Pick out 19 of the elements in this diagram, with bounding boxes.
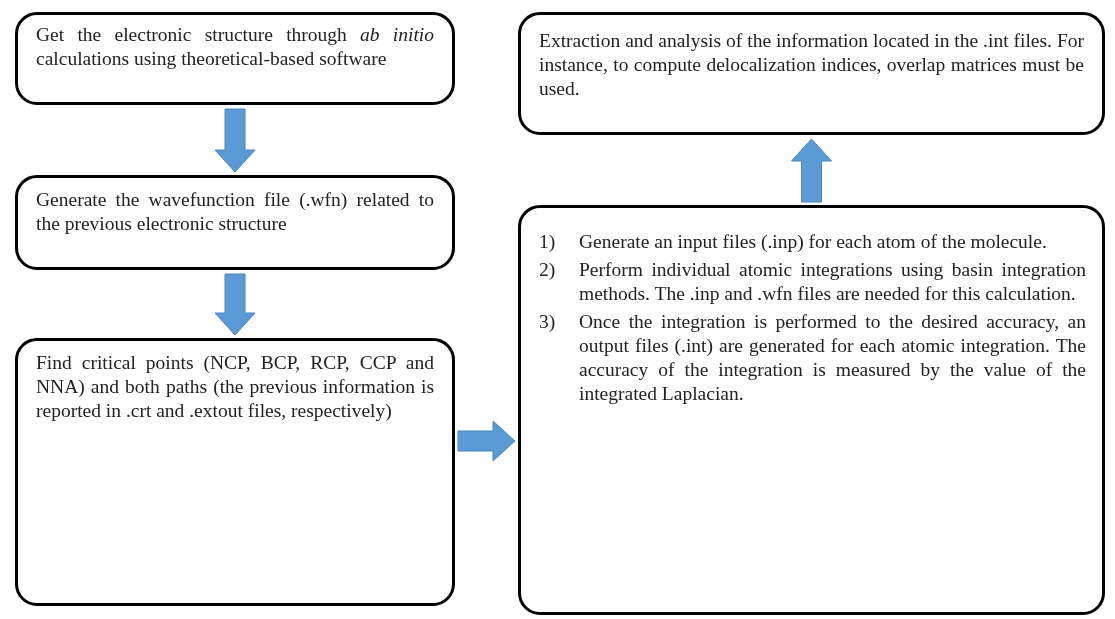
process-box <box>15 175 455 270</box>
process-box <box>15 12 455 105</box>
block-arrow <box>214 108 256 173</box>
step-text: Find critical points (NCP, BCP, RCP, CCP and NNA) and both paths (the previous information is reported in .crt and .extout files, respectively) <box>36 351 434 423</box>
list-number: 2) <box>539 258 557 282</box>
step-text: Extraction and analysis of the information located in the .int files. For instance, to compute delocalization indices, overlap matrices must be used. <box>539 29 1084 101</box>
list-number: 3) <box>539 310 557 334</box>
block-arrow <box>214 273 256 336</box>
step-text: Perform individual atomic integrations using basin integration methods. The .inp and .wfn files are needed for this calculation. <box>579 258 1086 306</box>
step-text: Generate the wavefunction file (.wfn) related to the previous electronic structure <box>36 188 434 236</box>
process-box <box>518 12 1105 135</box>
block-arrow <box>457 420 516 462</box>
process-box <box>15 338 455 606</box>
list-number: 1) <box>539 230 557 254</box>
step-text: Get the electronic structure through ab initio calculations using theoretical-based software <box>36 23 434 71</box>
block-arrow <box>791 138 832 203</box>
step-text: Generate an input files (.inp) for each atom of the molecule. <box>579 230 1048 254</box>
process-box <box>518 205 1105 615</box>
step-text: Once the integration is performed to the desired accuracy, an output files (.int) are generated for each atomic integration. The accuracy of the integration is measured by the value of the integrated Laplacian. <box>579 310 1086 406</box>
